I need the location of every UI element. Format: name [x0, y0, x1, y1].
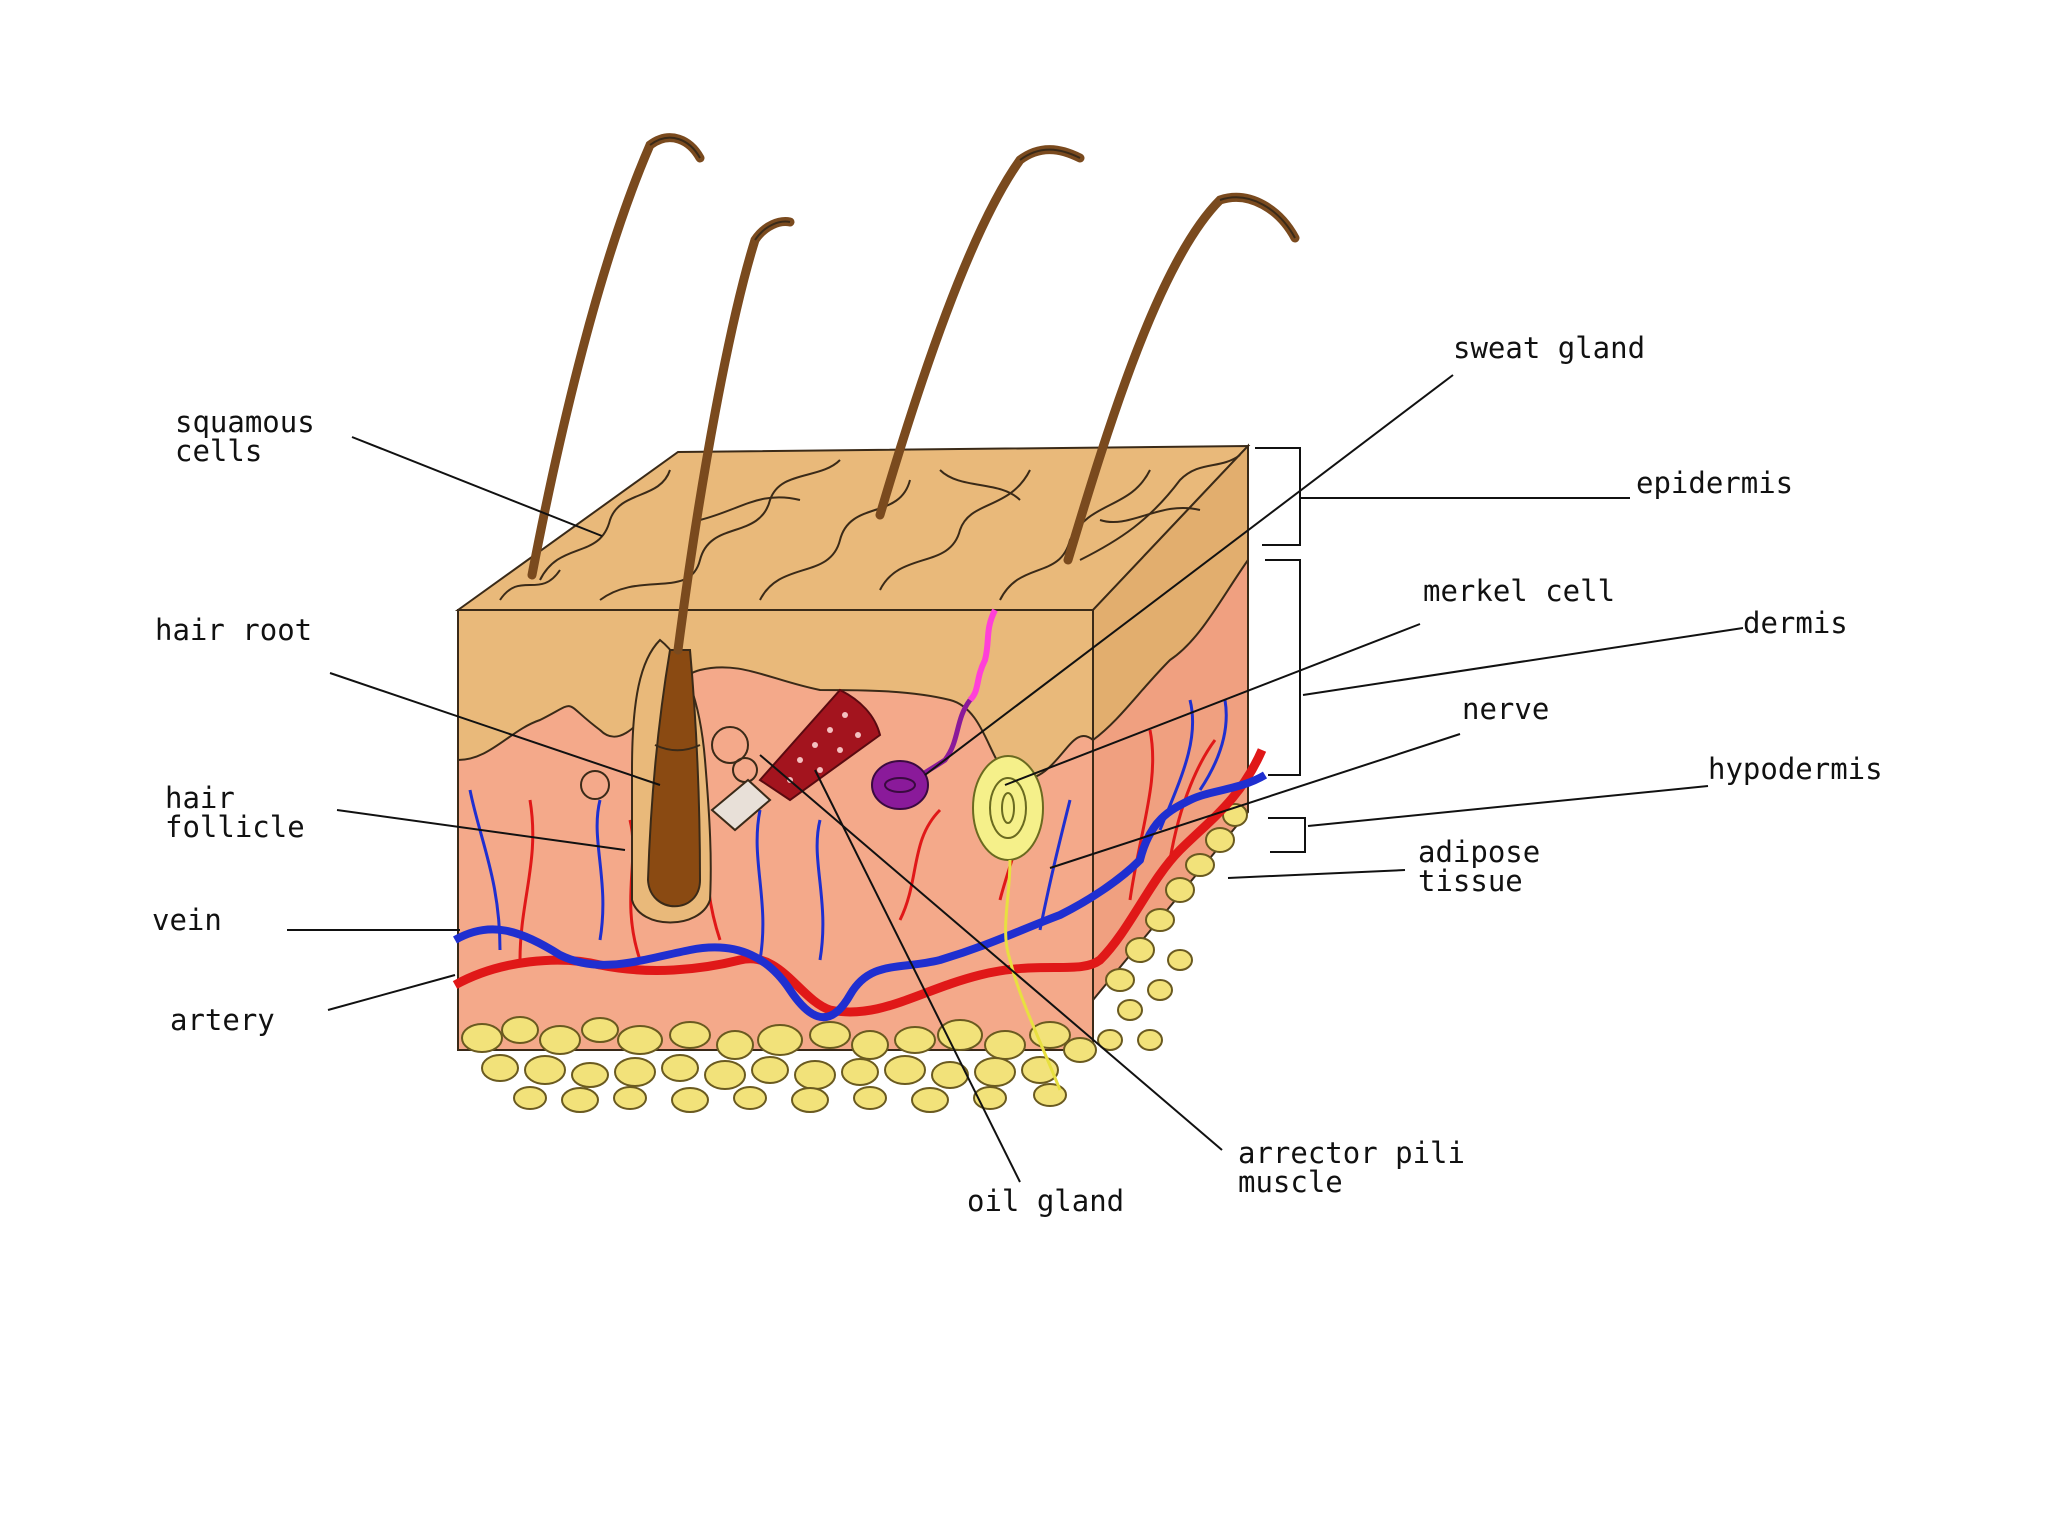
leader-arrector-pili	[759, 754, 1223, 1151]
label-nerve: nerve	[1462, 692, 1549, 726]
leader-hair-follicle	[336, 809, 626, 851]
arrector-pili-band	[710, 778, 772, 832]
leader-sweat-gland	[924, 374, 1454, 776]
hair-bulb-line	[654, 744, 701, 752]
nerve-ending-layer-2	[1001, 792, 1015, 824]
leader-nerve	[1049, 733, 1461, 869]
adipose-cells	[461, 803, 1248, 1113]
leader-squamous	[351, 436, 603, 537]
label-hair-root: hair root	[155, 613, 312, 647]
nerve-ending-layer-1	[989, 777, 1027, 839]
leader-merkel-cell	[1004, 623, 1421, 786]
leader-hair-root	[329, 672, 661, 786]
sweat-gland-core	[884, 777, 916, 793]
layer-brackets	[1255, 447, 1306, 853]
leader-adipose	[1227, 869, 1406, 879]
hypodermis-bracket	[1268, 817, 1306, 853]
leader-oil-gland	[814, 769, 1021, 1183]
label-dermis: dermis	[1743, 606, 1848, 640]
label-arrector-pili-muscle: arrector pili muscle	[1238, 1136, 1482, 1199]
dermis-bracket	[1265, 559, 1301, 776]
nerve-ending-capsule	[972, 755, 1044, 861]
label-merkel-cell: merkel cell	[1423, 574, 1615, 608]
leader-hypodermis	[1307, 785, 1709, 827]
label-epidermis: epidermis	[1636, 466, 1793, 500]
sweat-gland-coil	[871, 760, 929, 810]
leader-lines	[287, 374, 1744, 1183]
hair-tips	[649, 136, 1296, 241]
hair-follicle-structure	[631, 638, 712, 924]
oil-gland-body	[758, 688, 882, 802]
label-sweat-gland: sweat gland	[1453, 331, 1645, 365]
nerve-fiber	[1004, 859, 1062, 1091]
label-artery: artery	[170, 1003, 275, 1037]
leader-artery	[327, 974, 456, 1011]
labels: squamous cells hair root hair follicle v…	[152, 331, 1883, 1218]
hair-root-shaft	[646, 649, 702, 908]
label-hair-follicle: hair follicle	[165, 781, 305, 844]
epidermis-bracket	[1255, 447, 1301, 546]
label-vein: vein	[152, 903, 222, 937]
label-hypodermis: hypodermis	[1708, 752, 1883, 786]
vein-vessel	[453, 771, 1268, 1021]
leader-dermis	[1302, 627, 1744, 696]
label-squamous-cells: squamous cells	[175, 405, 332, 468]
epidermis-side	[1092, 443, 1249, 742]
label-adipose-tissue: adipose tissue	[1418, 835, 1558, 898]
sweat-gland-duct-top	[967, 608, 998, 703]
label-oil-gland: oil gland	[967, 1184, 1124, 1218]
